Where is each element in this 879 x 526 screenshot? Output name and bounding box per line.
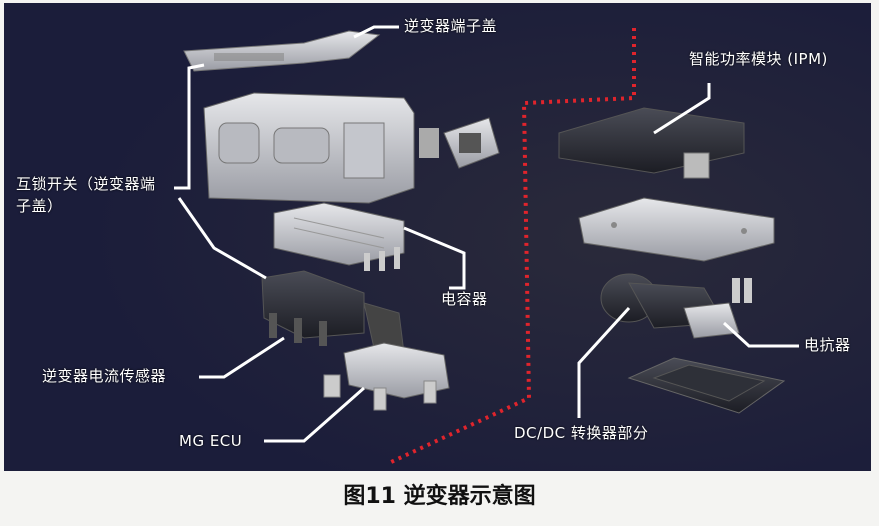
leader-ipm bbox=[653, 83, 711, 135]
leader-interlock bbox=[174, 63, 205, 190]
inverter-diagram: 逆变器端子盖 智能功率模块 (IPM) 互锁开关（逆变器端子盖） 电容器 电抗器… bbox=[4, 3, 871, 471]
leader-current-sensor bbox=[199, 336, 285, 379]
leader-terminal-cover bbox=[353, 25, 399, 39]
reactor-part bbox=[600, 273, 752, 339]
label-interlock: 互锁开关（逆变器端子盖） bbox=[16, 175, 156, 215]
label-mg-ecu: MG ECU bbox=[179, 432, 243, 450]
label-current-sensor: 逆变器电流传感器 bbox=[42, 367, 167, 385]
leader-capacitor bbox=[403, 226, 466, 290]
ipm-part bbox=[558, 107, 745, 179]
leader-reactor bbox=[722, 321, 799, 348]
leader-lines bbox=[174, 25, 799, 443]
label-terminal-cover: 逆变器端子盖 bbox=[404, 17, 498, 35]
terminal-cover-part bbox=[183, 30, 381, 72]
connector-part bbox=[443, 117, 500, 169]
cooling-plate-part bbox=[578, 197, 775, 262]
capacitor-part bbox=[273, 202, 405, 271]
lower-cover-part bbox=[627, 357, 786, 414]
label-capacitor: 电容器 bbox=[441, 290, 488, 308]
mg-ecu-part bbox=[323, 342, 450, 411]
current-sensor-part bbox=[261, 270, 405, 354]
label-ipm: 智能功率模块 (IPM) bbox=[689, 50, 828, 68]
inverter-housing-part bbox=[203, 92, 439, 204]
leader-mg-ecu bbox=[264, 386, 365, 443]
diagram-canvas bbox=[4, 3, 871, 471]
leader-interlock-2 bbox=[177, 197, 267, 280]
figure-caption: 图11 逆变器示意图 bbox=[343, 484, 536, 509]
label-reactor: 电抗器 bbox=[804, 336, 851, 354]
leader-dcdc bbox=[577, 306, 631, 418]
label-dcdc: DC/DC 转换器部分 bbox=[514, 424, 649, 442]
